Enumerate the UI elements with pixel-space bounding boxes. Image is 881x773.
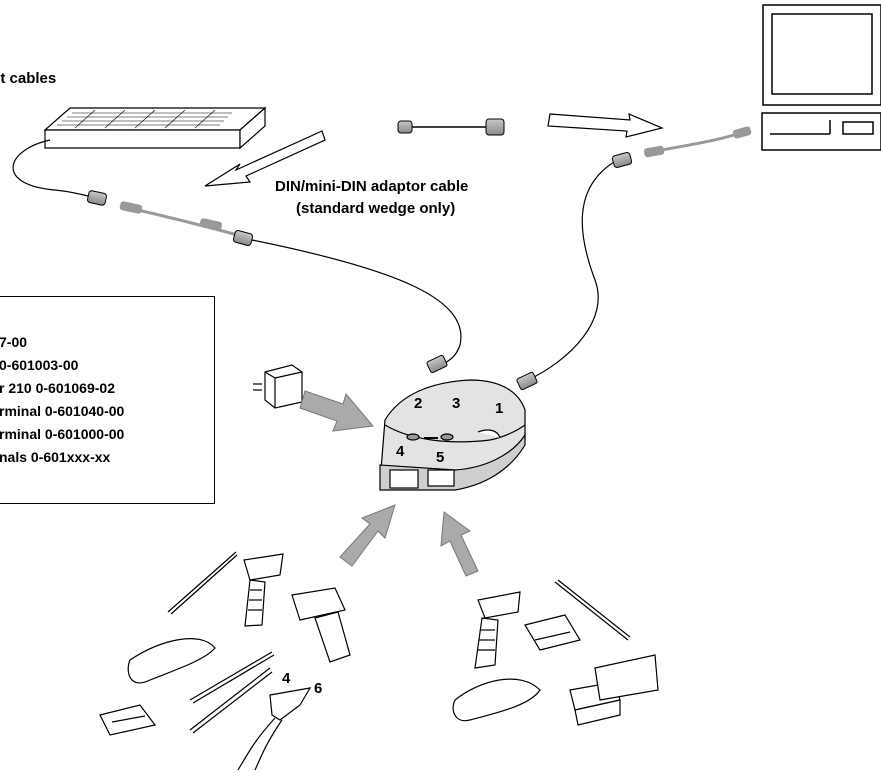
adaptor-cable-label: DIN/mini-DIN adaptor cable bbox=[275, 178, 469, 195]
keyboard-plug bbox=[87, 190, 107, 206]
legend-item: nals 0-601xxx-xx bbox=[0, 449, 111, 465]
arrow-to-keyboard bbox=[204, 130, 326, 187]
scanner-group-left bbox=[99, 551, 351, 771]
port-label-2: 2 bbox=[414, 395, 423, 412]
legend-item: 7-00 bbox=[0, 334, 28, 350]
legend-item: rminal 0-601000-00 bbox=[0, 426, 125, 442]
legend-item: rminal 0-601040-00 bbox=[0, 403, 125, 419]
scanner-group-right bbox=[452, 579, 659, 726]
connector-pin-label-4: 4 bbox=[282, 670, 291, 687]
computer-plug bbox=[611, 152, 633, 168]
port-label-3: 3 bbox=[452, 395, 461, 412]
adaptor-cable-note: (standard wedge only) bbox=[296, 200, 456, 217]
cable-to-interface-right bbox=[527, 161, 615, 381]
wedge-cable-left bbox=[124, 205, 246, 239]
cables-title: ct cables bbox=[0, 70, 57, 87]
port-label-5: 5 bbox=[436, 449, 445, 466]
interface-plug-right bbox=[516, 371, 538, 391]
adaptor-cable bbox=[397, 118, 505, 136]
wedge-plug-left bbox=[232, 230, 254, 246]
power-adapter bbox=[253, 364, 303, 409]
keyboard bbox=[43, 106, 267, 150]
interface-plug-left bbox=[426, 354, 448, 374]
connector-pin-label-6: 6 bbox=[314, 680, 323, 697]
interface-box bbox=[379, 379, 526, 491]
arrow-right-scanners bbox=[440, 511, 479, 577]
legend-item: 0-601003-00 bbox=[0, 357, 79, 373]
legend-item: r 210 0-601069-02 bbox=[0, 380, 115, 396]
keyboard-cable bbox=[12, 139, 96, 199]
computer-monitor bbox=[762, 4, 881, 106]
arrow-left-scanners bbox=[339, 504, 396, 567]
part-number-legend: 7-00 0-601003-00 r 210 0-601069-02 rmina… bbox=[0, 296, 215, 504]
cable-to-interface-left bbox=[251, 239, 462, 366]
computer-base-unit bbox=[761, 112, 881, 151]
arrow-to-computer bbox=[547, 113, 664, 138]
port-label-4: 4 bbox=[396, 443, 405, 460]
arrow-power-to-interface bbox=[299, 390, 374, 432]
port-label-1: 1 bbox=[495, 400, 504, 417]
